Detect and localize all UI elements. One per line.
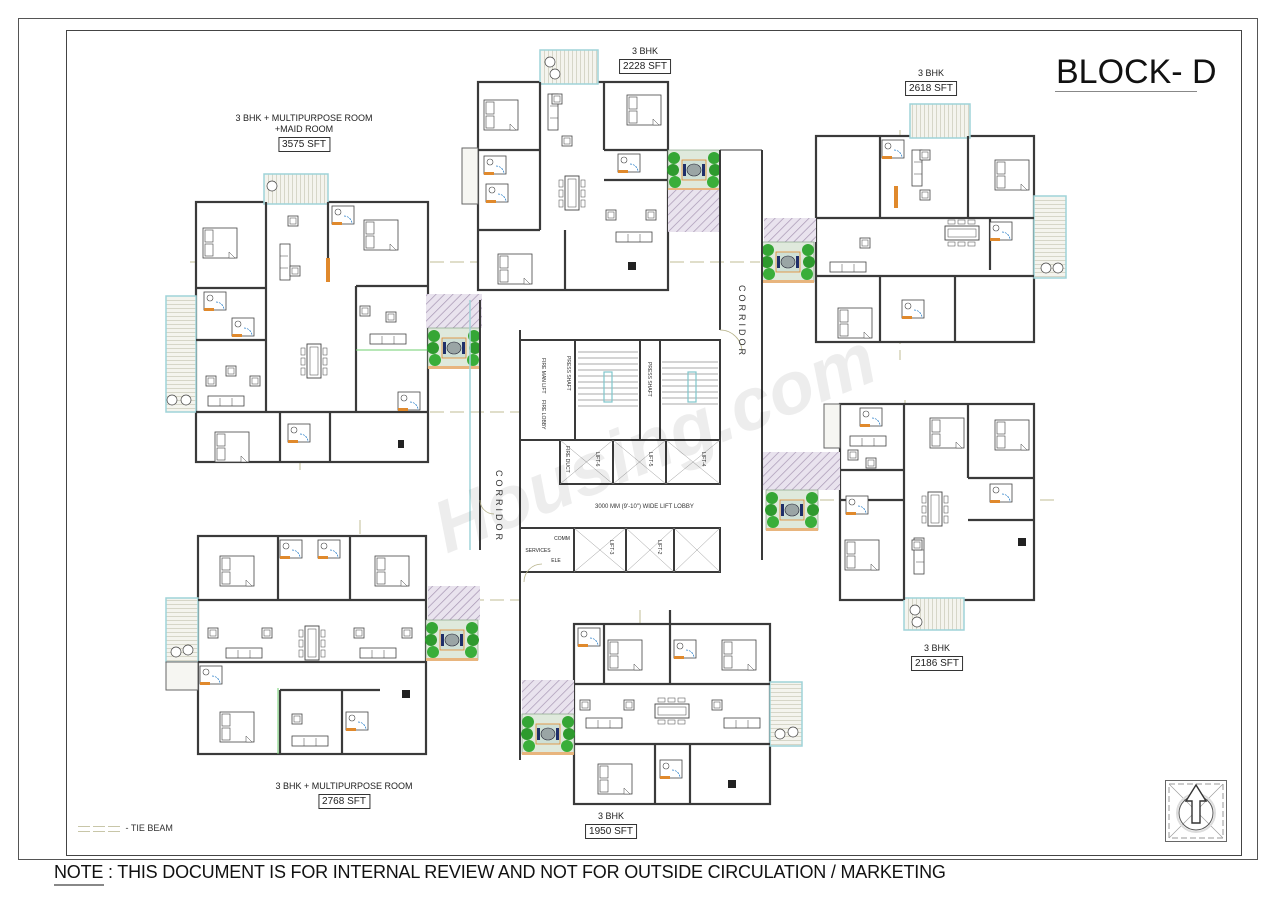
drawing-border [66, 30, 1242, 856]
lift-shaft-crosses [559, 439, 721, 573]
corridor-label-left: CORRIDOR [494, 470, 504, 543]
unit-type: 3 BHK + MULTIPURPOSE ROOM [275, 781, 413, 791]
unit-area-badge: 3575 SFT [278, 137, 330, 152]
sheet-outer-border [18, 18, 1258, 860]
lift-label: LIFT-4 [700, 452, 706, 467]
unit-bottom-center-label: 3 BHK 1950 SFT [585, 811, 637, 839]
unit-type: 3 BHK [597, 811, 625, 821]
lift-label: LIFT-5 [647, 452, 653, 467]
block-title-underline [1055, 91, 1197, 92]
tie-beam-label: - TIE BEAM [125, 823, 173, 833]
note-underline [54, 884, 104, 886]
unit-area-badge: 2768 SFT [318, 794, 370, 809]
fire-duct-label: FIRE DUCT [564, 446, 570, 473]
unit-top-right-label: 3 BHK 2618 SFT [905, 68, 957, 96]
tie-beam-swatch [93, 825, 105, 832]
lift-label: LIFT-2 [656, 540, 662, 555]
unit-area-badge: 2618 SFT [905, 81, 957, 96]
block-title: BLOCK- D [1056, 53, 1217, 91]
unit-area-badge: 2228 SFT [619, 59, 671, 74]
north-arrow-compass [1165, 780, 1227, 842]
unit-area-badge: 2186 SFT [911, 656, 963, 671]
comm-room-label: COMM [554, 536, 570, 542]
unit-type: 3 BHK + MULTIPURPOSE ROOM [235, 113, 373, 123]
disclaimer-note: NOTE : THIS DOCUMENT IS FOR INTERNAL REV… [54, 862, 946, 882]
tie-beam-legend: - TIE BEAM [78, 823, 173, 833]
pressure-shaft-label: PRESS SHAFT [565, 356, 571, 391]
north-arrow-icon [1168, 783, 1224, 839]
electrical-room-label: ELE [551, 558, 561, 564]
lift-label: LIFT-6 [594, 452, 600, 467]
unit-top-right [814, 103, 1067, 344]
unit-type: 3 BHK [631, 46, 659, 56]
unit-area-badge: 1950 SFT [585, 824, 637, 839]
unit-top-center-label: 3 BHK 2228 SFT [619, 46, 671, 74]
door-swings [479, 329, 743, 583]
unit-bottom-left-label: 3 BHK + MULTIPURPOSE ROOM 2768 SFT [275, 781, 413, 809]
unit-type: 3 BHK [923, 643, 951, 653]
central-core [469, 149, 763, 760]
pressure-shaft-label-2: PRESS SHAFT [646, 362, 652, 397]
services-label: SERVICES [525, 548, 551, 554]
unit-right-middle-label: 3 BHK 2186 SFT [911, 643, 963, 671]
tie-beam-swatch [108, 825, 120, 832]
lift-lobby-label: 3000 MM (9'-10") WIDE LIFT LOBBY [595, 504, 694, 510]
unit-top-left-label: 3 BHK + MULTIPURPOSE ROOM +MAID ROOM 357… [235, 113, 373, 152]
fire-lobby-label: FIRE LOBBY [540, 400, 546, 430]
unit-subtype: +MAID ROOM [274, 124, 334, 134]
lift-label: LIFT-3 [608, 540, 614, 555]
corridor-label-right: CORRIDOR [737, 285, 747, 358]
staircase-treads [578, 351, 718, 407]
tie-beam-swatch [78, 825, 90, 832]
unit-type: 3 BHK [917, 68, 945, 78]
fire-lift-label: FIRE MAN LIFT [540, 358, 546, 394]
